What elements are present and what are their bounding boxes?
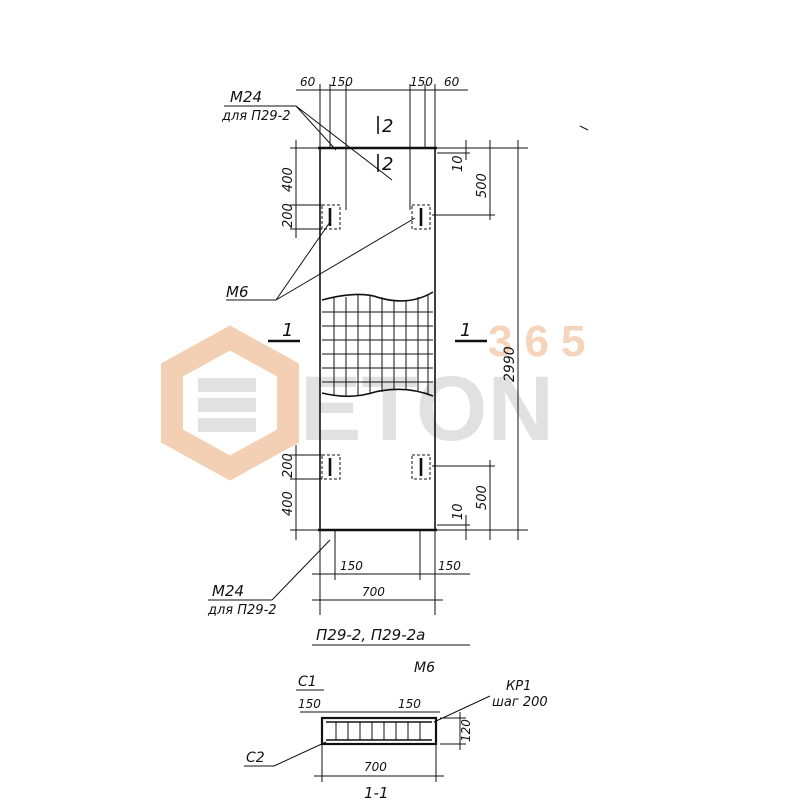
label-m6-section: М6 (414, 660, 435, 676)
dim-sec-700: 700 (364, 760, 387, 774)
embedded-part-bottom-left (321, 454, 341, 480)
dim-top-150-left: 150 (330, 75, 353, 89)
label-m24-bottom: М24 (212, 582, 244, 600)
label-kp1: КР1 (506, 679, 531, 694)
section-mark-2-bottom: 2 (382, 154, 393, 175)
dim-right-500-top: 500 (475, 173, 490, 198)
section-1-1: М6 С1 КР1 шаг 200 150 150 120 С2 700 1-1 (244, 660, 548, 800)
labels: М24 для П29-2 М6 М24 для П29-2 (207, 88, 416, 618)
section-title: 1-1 (364, 784, 389, 800)
section-mark-left: 1 (282, 320, 293, 341)
watermark: ETON 365 (161, 317, 597, 481)
dim-right-500-bottom: 500 (475, 485, 490, 510)
dimension-bottom: 150 150 700 (312, 530, 470, 615)
watermark-brand: ETON (300, 358, 554, 460)
label-m24-bottom-note: для П29-2 (207, 603, 277, 618)
dim-left-400-top: 400 (281, 167, 296, 192)
dim-right-10-bottom: 10 (451, 503, 466, 520)
dim-bottom-700: 700 (362, 585, 385, 599)
drawing-title: П29-2, П29-2а (316, 626, 425, 644)
panel-elevation: 1 1 2 2 (268, 116, 487, 532)
dimension-top: 60 150 150 60 (296, 75, 468, 210)
watermark-number: 365 (488, 317, 597, 366)
dim-bottom-150-right: 150 (438, 559, 461, 573)
dim-right-10-top: 10 (451, 155, 466, 172)
section-slab (320, 716, 438, 746)
label-m6-side: М6 (226, 283, 249, 301)
dim-right-2990: 2990 (502, 346, 518, 382)
section-mark-2-top: 2 (382, 116, 393, 137)
dim-sec-150-right: 150 (398, 697, 421, 711)
embedded-part-top-left (321, 204, 341, 230)
section-mark-right: 1 (460, 320, 471, 341)
dim-top-150-right: 150 (410, 75, 433, 89)
label-m24-top: М24 (230, 88, 262, 106)
dim-left-200-top: 200 (281, 203, 296, 228)
dim-bottom-150-left: 150 (340, 559, 363, 573)
label-c2: С2 (246, 750, 265, 766)
dim-left-400-bottom: 400 (281, 491, 296, 516)
embedded-part-top-right (411, 204, 431, 230)
dim-sec-120: 120 (459, 719, 473, 742)
reinforcement-mesh (321, 291, 434, 398)
dim-top-60-right: 60 (444, 75, 460, 89)
label-c1: С1 (298, 674, 317, 690)
dim-top-60-left: 60 (300, 75, 316, 89)
dim-left-200-bottom: 200 (281, 453, 296, 478)
watermark-hex-logo-icon (161, 325, 299, 481)
label-kp1-note: шаг 200 (492, 695, 548, 710)
embedded-part-bottom-right (411, 454, 431, 480)
label-m24-top-note: для П29-2 (221, 109, 291, 124)
dim-sec-150-left: 150 (298, 697, 321, 711)
dimension-left: 400 200 200 400 (281, 140, 322, 540)
dimension-right: 10 500 2990 500 10 (432, 140, 528, 540)
